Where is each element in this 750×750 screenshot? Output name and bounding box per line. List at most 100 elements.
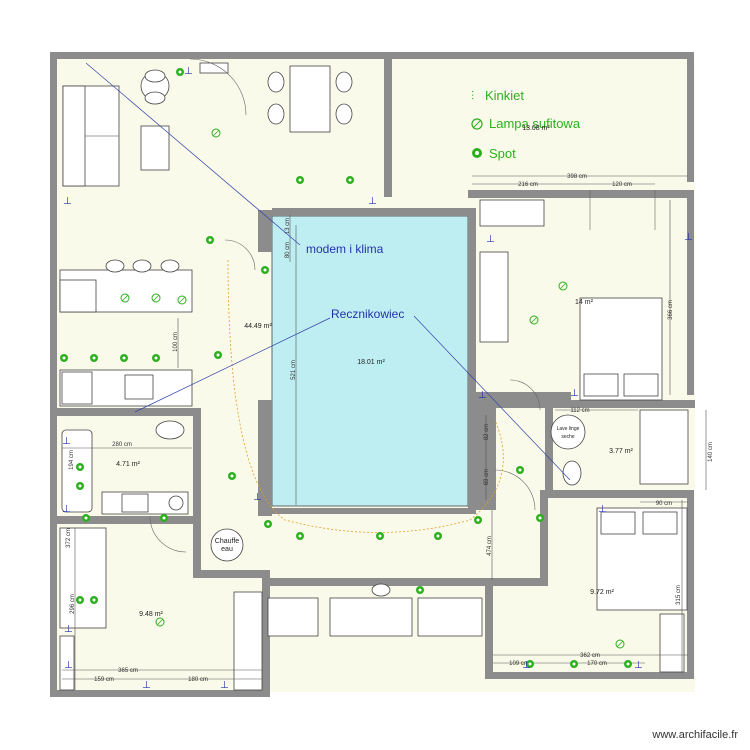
svg-text:82 cm: 82 cm <box>484 424 490 440</box>
walls <box>50 52 695 697</box>
bed-left <box>59 527 107 629</box>
ceiling-lamp-icon <box>615 639 625 649</box>
spot-icon-center <box>418 588 422 592</box>
svg-text:13 cm: 13 cm <box>285 218 291 234</box>
kinkiet-icon: ⊥ <box>142 680 151 691</box>
svg-text:194 cm: 194 cm <box>69 450 75 470</box>
svg-text:159 cm: 159 cm <box>94 677 114 683</box>
radiator <box>199 62 229 74</box>
ceiling-lamp-icon <box>151 293 161 303</box>
doors <box>149 58 656 553</box>
dining-table <box>289 65 331 133</box>
ceiling-lamp-icon <box>120 293 130 303</box>
svg-text:Lampa sufitowa: Lampa sufitowa <box>489 116 581 131</box>
wardrobe-left <box>233 591 263 691</box>
room-bathroom-left: 4.71 m² <box>116 461 140 468</box>
coffee-table <box>140 125 170 171</box>
svg-text:Chauffe: Chauffe <box>215 538 239 545</box>
boiler <box>210 528 244 562</box>
room-living: 44.49 m² <box>244 323 272 330</box>
spot-icon-center <box>298 534 302 538</box>
svg-text:365 cm: 365 cm <box>118 668 138 674</box>
spot-icon-center <box>208 238 212 242</box>
kinkiet-icon: ⫶ <box>471 89 474 103</box>
svg-text:109 cm: 109 cm <box>509 661 529 667</box>
kinkiet-icon: ⊥ <box>684 232 693 243</box>
ceiling-lamp-icon <box>529 315 539 325</box>
spot-icon-center <box>78 465 82 469</box>
kinkiet-icon: ⊥ <box>598 504 607 515</box>
spot-icon-center <box>476 518 480 522</box>
patio-pool <box>271 215 469 507</box>
ceiling-lamp-stroke <box>559 282 567 290</box>
spot-icon-center <box>78 598 82 602</box>
svg-text:100 cm: 100 cm <box>173 332 179 352</box>
svg-text:280 cm: 280 cm <box>112 442 132 448</box>
svg-text:398 cm: 398 cm <box>567 174 587 180</box>
spot-icon-center <box>626 662 630 666</box>
spot-icon-center <box>348 178 352 182</box>
svg-text:180 cm: 180 cm <box>188 677 208 683</box>
svg-text:362 cm: 362 cm <box>580 653 600 659</box>
room-bedroom-left: 9.48 m² <box>139 611 163 618</box>
room-bathroom-right: 3.77 m² <box>609 448 633 455</box>
ceiling-lamp-stroke <box>152 294 160 302</box>
spot-icon-center <box>378 534 382 538</box>
kinkiet-icon: ⊥ <box>570 388 579 399</box>
kinkiet-icon: ⊥ <box>64 624 73 635</box>
room-bedroom-top: 14 m² <box>575 299 594 306</box>
annotation-lines <box>85 62 571 481</box>
spot-icon-center <box>528 662 532 666</box>
svg-text:seche: seche <box>561 434 575 440</box>
svg-text:Spot: Spot <box>489 146 516 161</box>
ceiling-lamp-icon <box>211 128 221 138</box>
spot-icon-center <box>572 662 576 666</box>
svg-text:372 cm: 372 cm <box>66 528 72 548</box>
svg-text:315 cm: 315 cm <box>676 585 682 605</box>
ceiling-lamp-stroke <box>156 618 164 626</box>
svg-text:eau: eau <box>221 546 233 553</box>
shower <box>639 409 689 485</box>
svg-text:120 cm: 120 cm <box>612 182 632 188</box>
spot-icon-center <box>154 356 158 360</box>
ceiling-lamp-icon <box>155 617 165 627</box>
spot-icon-center <box>122 356 126 360</box>
kinkiet-icon: ⊥ <box>478 390 487 401</box>
svg-text:366 cm: 366 cm <box>668 300 674 320</box>
legend-item-lampa: Lampa sufitowa <box>471 116 581 131</box>
ceiling-lamp-stroke <box>121 294 129 302</box>
ceiling-lamp-icon <box>471 118 483 130</box>
spot-icon-center <box>162 516 166 520</box>
spot-icon-center <box>84 516 88 520</box>
desk <box>329 597 413 637</box>
dimensions: 398 cm 216 cm 120 cm 366 cm 80 cm 13 cm … <box>62 174 714 690</box>
spot-icon-center <box>538 516 542 520</box>
room-labels: 13.08 m² 14 m² 44.49 m² 18.01 m² 4.71 m²… <box>116 125 633 618</box>
kinkiet-icon: ⊥ <box>64 660 73 671</box>
room-storage: 13.08 m² <box>522 125 550 132</box>
spot-icon-center <box>178 70 182 74</box>
legend-item-kinkiet: ⫶ Kinkiet <box>471 88 524 103</box>
spot-icon-center <box>216 353 220 357</box>
spot-icon-center <box>518 468 522 472</box>
ceiling-lamp-icon <box>558 281 568 291</box>
watermark: www.archifacile.fr <box>651 729 738 741</box>
svg-text:474 cm: 474 cm <box>487 536 493 556</box>
svg-text:521 cm: 521 cm <box>291 360 297 380</box>
room-bedroom-right: 9.72 m² <box>590 589 614 596</box>
legend: ⫶ Kinkiet Lampa sufitowa Spot <box>471 88 581 161</box>
spot-icon-center <box>78 484 82 488</box>
furniture: Chauffe eau Lave linge seche <box>59 62 689 691</box>
toilet-right <box>562 460 582 486</box>
kinkiet-icon: ⊥ <box>63 196 72 207</box>
annotation-modem: modem i klima <box>306 242 384 256</box>
spot-icon-center <box>92 598 96 602</box>
kinkiet-icon: ⊥ <box>486 234 495 245</box>
room-patio: 18.01 m² <box>357 359 385 366</box>
ceiling-lamp-stroke <box>530 316 538 324</box>
svg-text:112 cm: 112 cm <box>570 408 589 414</box>
kinkiet-icon: ⊥ <box>634 660 643 671</box>
kinkiet-icon: ⊥ <box>220 680 229 691</box>
spot-icon-center <box>92 356 96 360</box>
